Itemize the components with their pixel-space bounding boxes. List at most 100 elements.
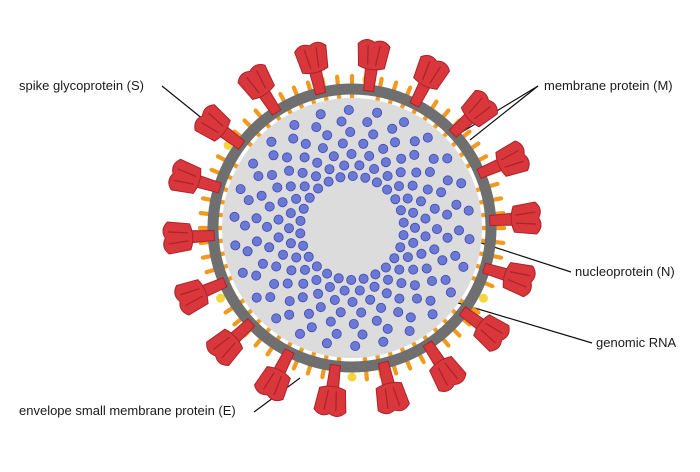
nucleoprotein-bead: [271, 313, 282, 324]
nucleoprotein-bead: [387, 123, 398, 134]
spike-protein-icon: [489, 201, 542, 235]
nucleocapsid-strands: [229, 105, 475, 351]
nucleoprotein-bead: [242, 246, 253, 257]
spike-protein-icon: [294, 41, 329, 96]
nucleoprotein-bead: [395, 242, 406, 253]
virion-interior: [222, 98, 482, 358]
nucleoprotein-bead: [335, 172, 346, 183]
nucleoprotein-bead: [310, 171, 321, 182]
nucleoprotein-bead: [364, 150, 375, 161]
nucleoprotein-bead: [315, 302, 326, 313]
nucleoprotein-bead: [335, 307, 346, 318]
nucleoprotein-bead: [322, 130, 333, 141]
nucleoprotein-bead: [382, 184, 393, 195]
nucleoprotein-bead: [405, 312, 416, 323]
nucleoprotein-bead: [336, 116, 347, 127]
nucleoprotein-bead: [408, 264, 419, 275]
nucleoprotein-bead: [251, 292, 262, 303]
nucleoprotein-bead: [323, 176, 334, 187]
e-protein-icon: [216, 293, 226, 303]
nucleoprotein-bead: [369, 281, 380, 292]
nucleoprotein-bead: [463, 205, 474, 216]
nucleoprotein-strand: [229, 211, 306, 234]
nucleoprotein-bead: [402, 252, 413, 263]
nucleoprotein-bead: [243, 195, 254, 206]
nucleoprotein-strand: [398, 199, 474, 228]
nucleoprotein-bead: [358, 273, 369, 284]
nucleoprotein-strand: [294, 268, 335, 339]
nucleoprotein-bead: [372, 107, 383, 118]
nucleoprotein-strand: [390, 153, 453, 205]
nucleoprotein-bead: [328, 151, 339, 162]
nucleoprotein-bead: [265, 292, 276, 303]
nucleoprotein-bead: [229, 211, 240, 222]
nucleoprotein-bead: [395, 205, 406, 216]
nucleoprotein-bead: [235, 184, 246, 195]
nucleoprotein-bead: [306, 322, 317, 333]
nucleoprotein-bead: [268, 150, 279, 161]
nucleoprotein-strand: [336, 105, 358, 181]
nucleoprotein-bead: [257, 258, 268, 269]
nucleoprotein-bead: [389, 137, 400, 148]
nucleoprotein-bead: [329, 294, 340, 305]
virion-core: [222, 98, 482, 358]
nucleoprotein-bead: [453, 225, 464, 236]
nucleoprotein-bead: [407, 180, 418, 191]
nucleoprotein-bead: [294, 328, 305, 339]
nucleoprotein-bead: [291, 252, 302, 263]
nucleoprotein-strand: [358, 273, 393, 347]
nucleoprotein-bead: [440, 274, 451, 285]
nucleoprotein-bead: [237, 267, 248, 278]
nucleoprotein-bead: [380, 262, 391, 273]
nucleoprotein-bead: [271, 261, 282, 272]
nucleoprotein-bead: [362, 117, 373, 128]
virion-envelope: [197, 73, 507, 382]
nucleoprotein-bead: [313, 183, 324, 194]
spike-proteins: [162, 39, 542, 417]
nucleoprotein-bead: [289, 120, 300, 131]
nucleoprotein-strand: [395, 175, 467, 216]
e-protein-icon: [347, 372, 357, 382]
nucleoprotein-bead: [284, 309, 295, 320]
nucleoprotein-bead: [354, 160, 365, 171]
nucleoprotein-bead: [251, 270, 262, 281]
nucleoprotein-bead: [251, 236, 262, 247]
nucleoprotein-strand: [354, 107, 383, 183]
nucleoprotein-bead: [442, 175, 453, 186]
nucleoprotein-bead: [360, 172, 371, 183]
nucleoprotein-bead: [398, 117, 409, 128]
nucleoprotein-bead: [261, 221, 272, 232]
spike-protein-icon: [482, 262, 536, 298]
nucleoprotein-bead: [365, 294, 376, 305]
nucleoprotein-bead: [396, 278, 407, 289]
nucleoprotein-bead: [324, 281, 335, 292]
nucleoprotein-bead: [285, 181, 296, 192]
nucleoprotein-bead: [378, 336, 389, 347]
nucleoprotein-bead: [450, 250, 461, 261]
nucleoprotein-bead: [299, 264, 310, 275]
spike-protein-icon: [313, 363, 347, 417]
nucleoprotein-bead: [394, 264, 405, 275]
nucleoprotein-bead: [230, 240, 241, 251]
nucleoprotein-bead: [331, 328, 342, 339]
nucleoprotein-bead: [442, 232, 453, 243]
nucleoprotein-bead: [295, 228, 306, 239]
nucleoprotein-bead: [281, 152, 292, 163]
nucleoprotein-bead: [347, 170, 358, 181]
nucleoprotein-bead: [382, 323, 393, 334]
nucleoprotein-bead: [285, 238, 296, 249]
nucleoprotein-bead: [345, 127, 356, 138]
nucleoprotein-bead: [437, 255, 448, 266]
nucleoprotein-bead: [283, 223, 294, 234]
nucleoprotein-bead: [425, 295, 436, 306]
nucleoprotein-strand: [230, 228, 306, 257]
nucleoprotein-bead: [370, 269, 381, 280]
nucleoprotein-bead: [253, 171, 264, 182]
lipid-envelope: [207, 83, 497, 373]
nucleoprotein-bead: [311, 274, 322, 285]
nucleoprotein-bead: [346, 148, 357, 159]
spike-protein-icon: [253, 348, 295, 402]
nucleoprotein-bead: [356, 307, 367, 318]
nucleoprotein-bead: [358, 138, 369, 149]
